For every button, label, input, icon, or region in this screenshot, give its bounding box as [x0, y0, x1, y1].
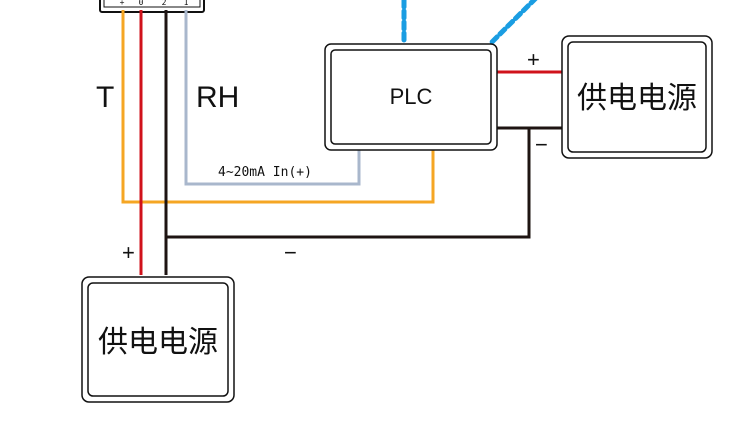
- humidity-wire: [184, 10, 361, 186]
- power-supply-right-box: 供电电源: [561, 35, 713, 159]
- power-supply-bottom-box: 供电电源: [81, 276, 235, 403]
- power-supply-bottom-label: 供电电源: [98, 326, 218, 359]
- plc-label: PLC: [390, 84, 433, 109]
- signal-label: 4~20mA In(+): [218, 165, 312, 180]
- plus-sign-right: +: [527, 47, 540, 72]
- plc-box: PLC: [324, 43, 498, 151]
- terminal-pin-4: 1: [184, 0, 189, 7]
- plus-sign-left: +: [122, 240, 135, 265]
- minus-sign-right: −: [535, 132, 548, 157]
- sensor-terminal-block: + 0 2 1: [99, 0, 205, 13]
- humidity-label: RH: [196, 81, 239, 114]
- power-supply-right-label: 供电电源: [577, 82, 697, 115]
- terminal-pin-3: 2: [162, 0, 167, 7]
- minus-sign-mid: −: [284, 240, 297, 265]
- negative-wire: [164, 10, 565, 275]
- temperature-label: T: [96, 81, 114, 114]
- temperature-wire: [121, 10, 435, 204]
- terminal-pin-2: 0: [139, 0, 144, 7]
- terminal-pin-1: +: [120, 0, 125, 7]
- communication-wire-2: [487, 0, 538, 47]
